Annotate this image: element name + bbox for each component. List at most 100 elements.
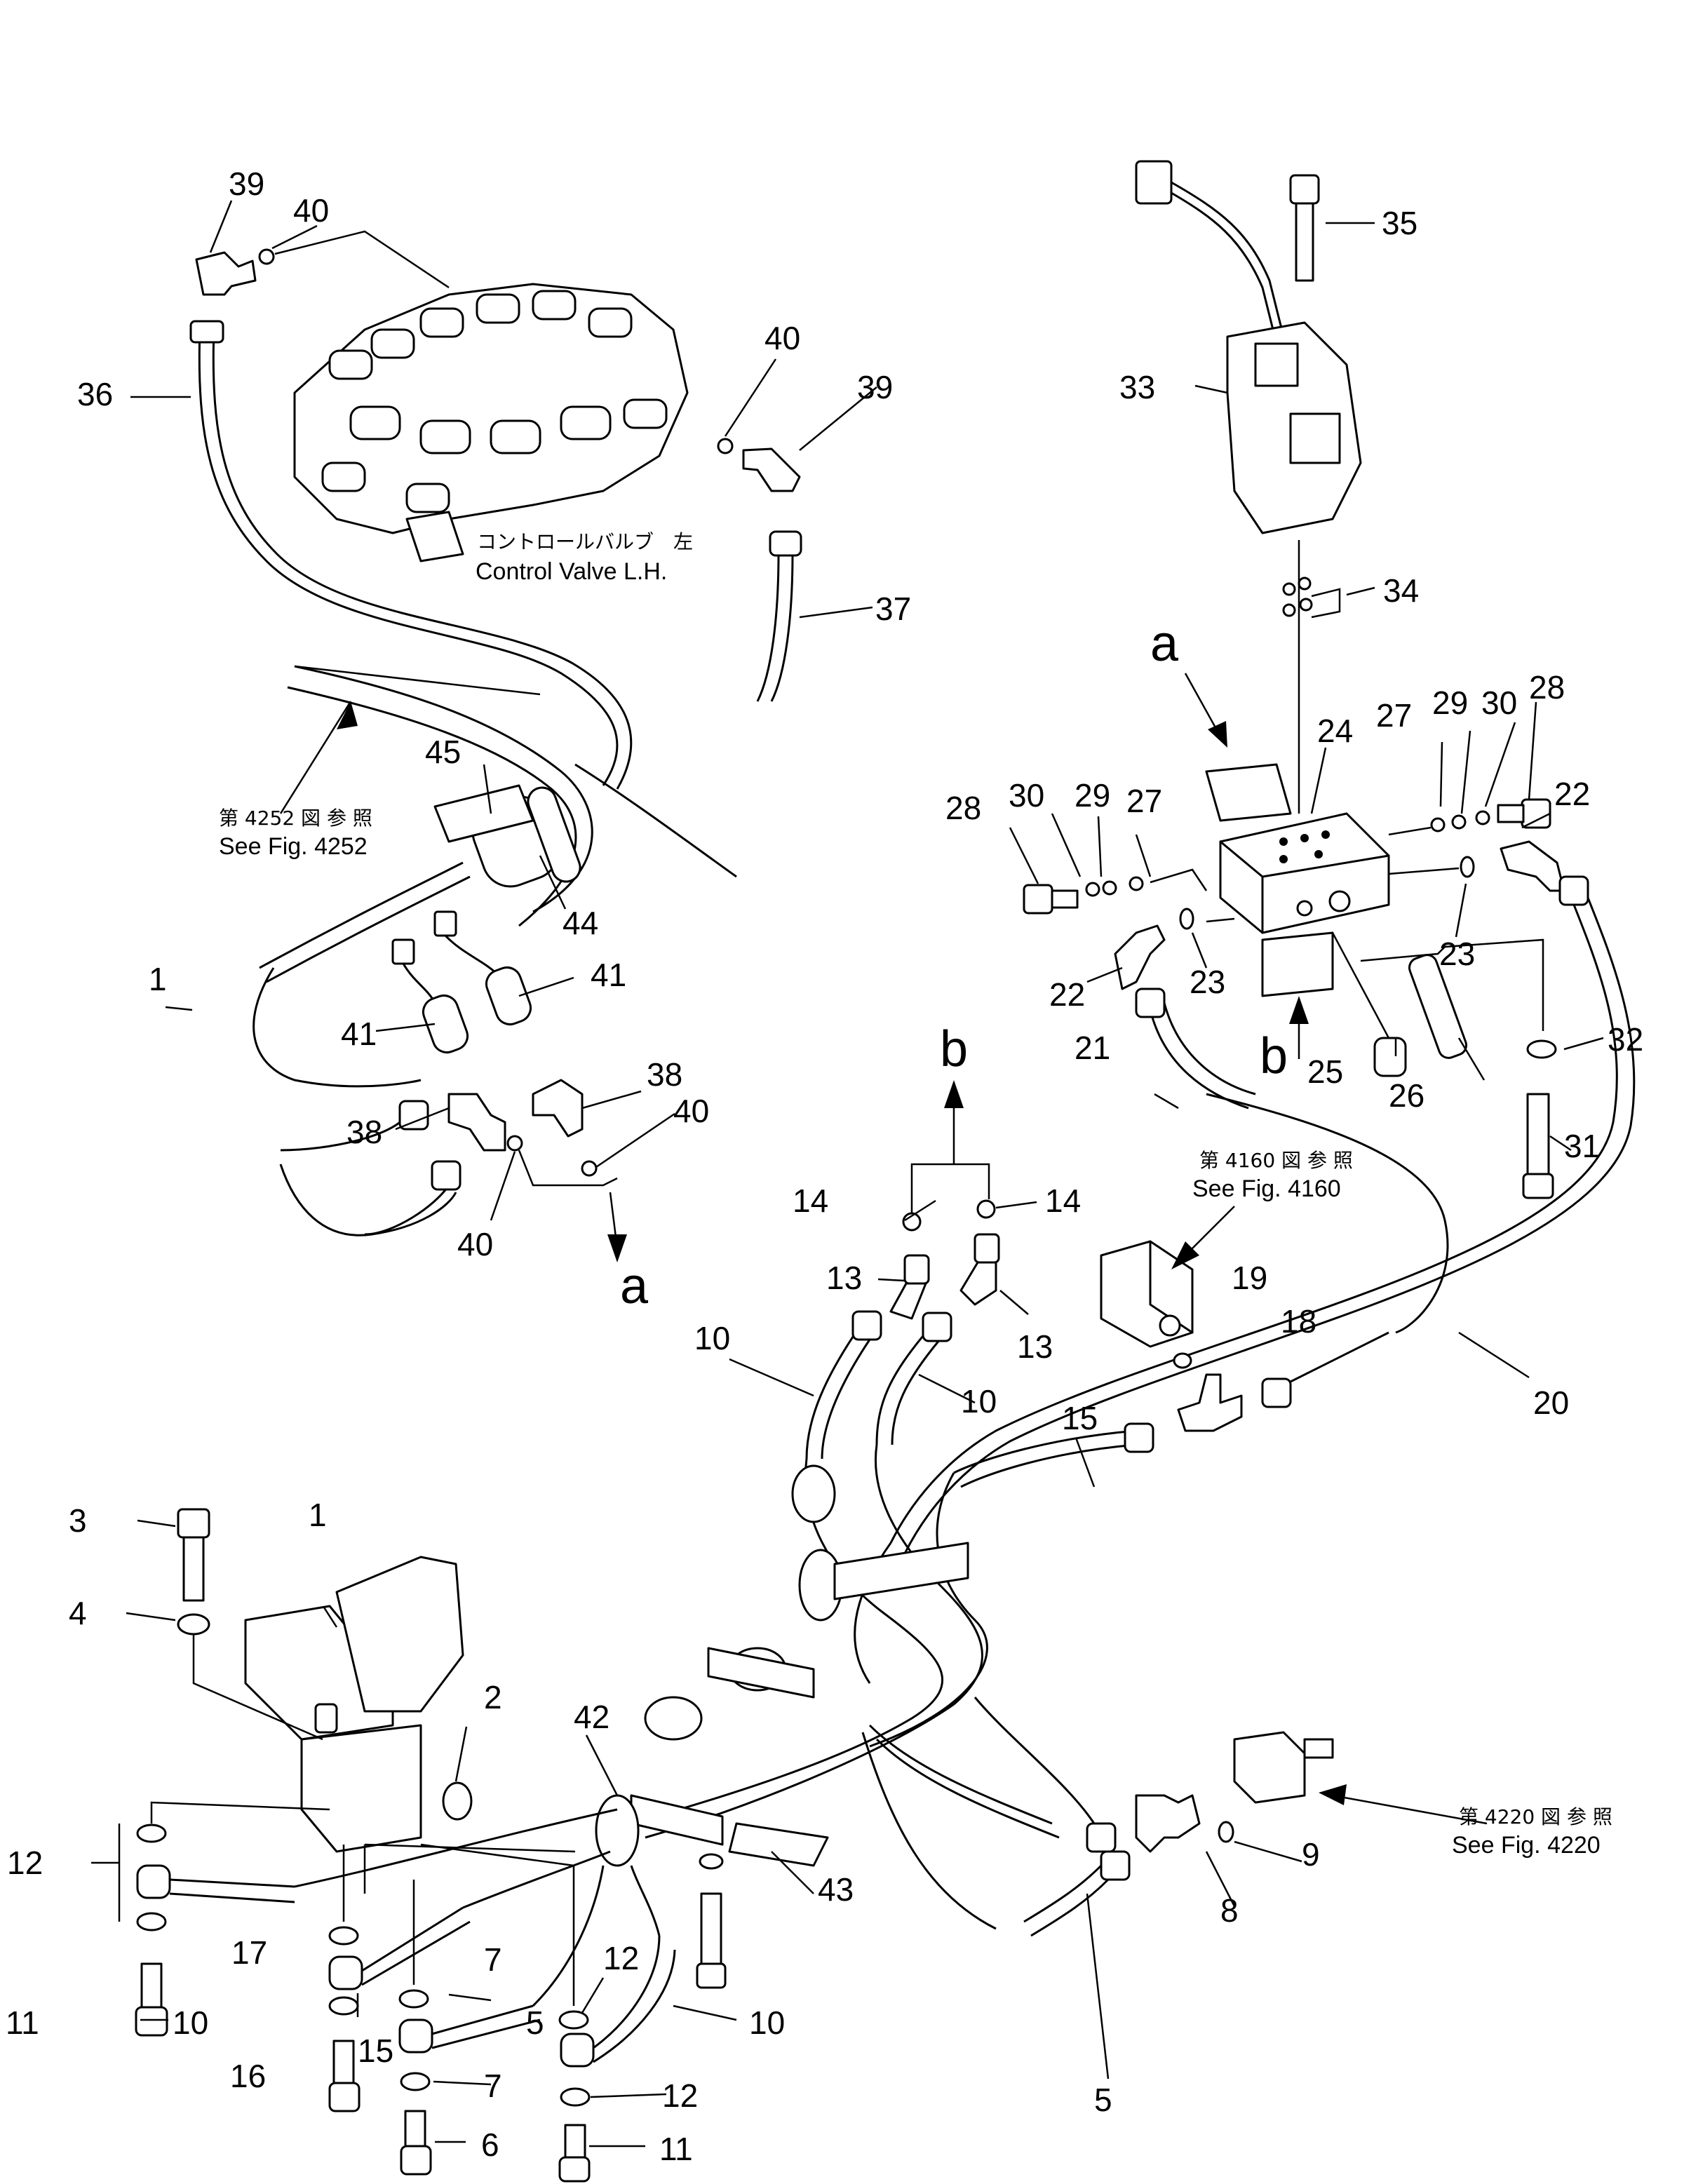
callout-20: 20: [1533, 1384, 1569, 1421]
ref-4160-en: See Fig. 4160: [1192, 1175, 1341, 1202]
control-valve-lh: [293, 283, 689, 562]
callout-40-lower-right: 40: [673, 1093, 709, 1129]
pedal-valve-1: [244, 1556, 464, 1853]
callout-10-a: 10: [694, 1320, 730, 1356]
callout-29-right: 29: [1432, 685, 1468, 721]
callout-40-upper: 40: [293, 192, 329, 229]
callout-5-right: 5: [1094, 2082, 1112, 2118]
manifold-block-24: [1219, 812, 1390, 934]
tag-a-box: [1205, 763, 1292, 822]
callout-7-lower: 7: [484, 2068, 502, 2104]
callout-37: 37: [875, 591, 911, 627]
solenoid-valve-33: [1135, 160, 1362, 534]
elbow-13-left: [889, 1254, 930, 1320]
callout-1: 1: [149, 961, 167, 997]
callout-42: 42: [574, 1699, 609, 1735]
ref-4160-jp: 第 4160 図 参 照: [1199, 1149, 1353, 1172]
callout-numbers: 1 1 2 3 4 5 5 6 7 7 8 9 10 10 10 10 11 1…: [6, 166, 1643, 2167]
callout-15-upper: 15: [1062, 1400, 1098, 1436]
clamp-lower-2: [644, 1696, 703, 1741]
ref-4220-jp: 第 4220 図 参 照: [1459, 1805, 1612, 1828]
callout-12-low: 12: [662, 2077, 698, 2114]
callout-38-left: 38: [346, 1114, 382, 1150]
callout-39-upper: 39: [229, 166, 264, 202]
callout-11-right: 11: [659, 2131, 693, 2167]
callout-15-lower: 15: [358, 2033, 393, 2069]
control-valve-label-jp: コントロールバルブ 左: [477, 530, 693, 553]
callout-40-lower-left: 40: [457, 1226, 493, 1262]
elbow-39-upper: [195, 251, 257, 296]
callout-17: 17: [231, 1934, 267, 1971]
ref-4252-en: See Fig. 4252: [219, 833, 368, 860]
bolt-11-right: [558, 2124, 591, 2183]
callout-4: 4: [69, 1595, 87, 1631]
tag-43: [728, 1822, 829, 1867]
hose-36: [198, 329, 619, 786]
view-letter-b-mid: b: [940, 1021, 968, 1077]
callout-26: 26: [1389, 1077, 1424, 1114]
elbow-13-right: [959, 1233, 1000, 1306]
pressure-switch-41-left: [391, 938, 469, 1054]
o-ring-40-upper: [258, 248, 275, 265]
view-letter-a-top: a: [1150, 616, 1179, 672]
callout-10-d: 10: [749, 2004, 785, 2041]
callout-27-right: 27: [1376, 697, 1412, 734]
hose-20: [889, 897, 1618, 1544]
elbow-38-left: [447, 1093, 506, 1152]
callout-30-right: 30: [1481, 685, 1517, 721]
elbow-22-right: [1500, 840, 1565, 892]
callout-2: 2: [484, 1679, 502, 1715]
callout-1b: 1: [309, 1497, 327, 1533]
hose-10-a: [805, 1332, 857, 1460]
elbow-39-right: [742, 447, 801, 492]
callout-38-right: 38: [647, 1056, 682, 1093]
callout-16: 16: [230, 2058, 266, 2094]
plug-2: [442, 1781, 473, 1821]
ref-4220-en: See Fig. 4220: [1452, 1832, 1601, 1859]
callout-14-left: 14: [793, 1182, 828, 1219]
washer-4: [177, 1613, 210, 1636]
tee-18: [1177, 1373, 1243, 1432]
callout-23-right: 23: [1439, 936, 1475, 972]
callout-13-right: 13: [1017, 1328, 1053, 1365]
tee-8: [1135, 1794, 1201, 1853]
o-ring-9: [1218, 1821, 1234, 1843]
banjo-5-mid: [398, 2004, 541, 2054]
hose-5-right: [1023, 1864, 1103, 1923]
clamp-42: [630, 1794, 724, 1846]
callout-14-right: 14: [1045, 1182, 1081, 1219]
hose-21: [1149, 1009, 1249, 1110]
ref-4252-jp: 第 4252 図 参 照: [219, 807, 372, 830]
callout-23-left: 23: [1190, 964, 1225, 1000]
hose-37: [756, 553, 780, 702]
callout-12-mid: 12: [603, 1940, 639, 1976]
o-ring-40-b: [581, 1160, 598, 1177]
callout-34: 34: [1383, 572, 1419, 609]
o-ring-40-right: [717, 438, 734, 454]
plug-28-right: [1497, 798, 1551, 829]
callout-8: 8: [1220, 1892, 1239, 1929]
clamp-upper: [791, 1464, 836, 1523]
callout-33: 33: [1119, 369, 1155, 405]
callout-30-left: 30: [1009, 777, 1044, 814]
callout-5-left: 5: [526, 2004, 544, 2041]
o-ring-14-right: [976, 1199, 996, 1219]
o-ring-23-left: [1179, 908, 1194, 930]
bolt-35: [1289, 174, 1320, 282]
callout-7-upper: 7: [484, 1941, 502, 1978]
tag-b-box: [1261, 931, 1334, 997]
banjo-10-right: [560, 1935, 676, 2068]
callout-28-left: 28: [945, 790, 981, 826]
washer-32: [1526, 1039, 1557, 1059]
view-letter-b-right: b: [1260, 1028, 1288, 1084]
callout-25: 25: [1307, 1053, 1343, 1090]
callout-44: 44: [563, 905, 598, 941]
plug-28-left: [1023, 884, 1079, 915]
callout-43: 43: [818, 1871, 854, 1908]
callout-27-left: 27: [1126, 783, 1162, 819]
callout-9: 9: [1302, 1836, 1320, 1873]
o-ring-23-right: [1460, 856, 1475, 878]
callout-6: 6: [481, 2126, 499, 2163]
callout-39-right: 39: [857, 369, 893, 405]
check-valve-25: [1373, 1037, 1407, 1077]
